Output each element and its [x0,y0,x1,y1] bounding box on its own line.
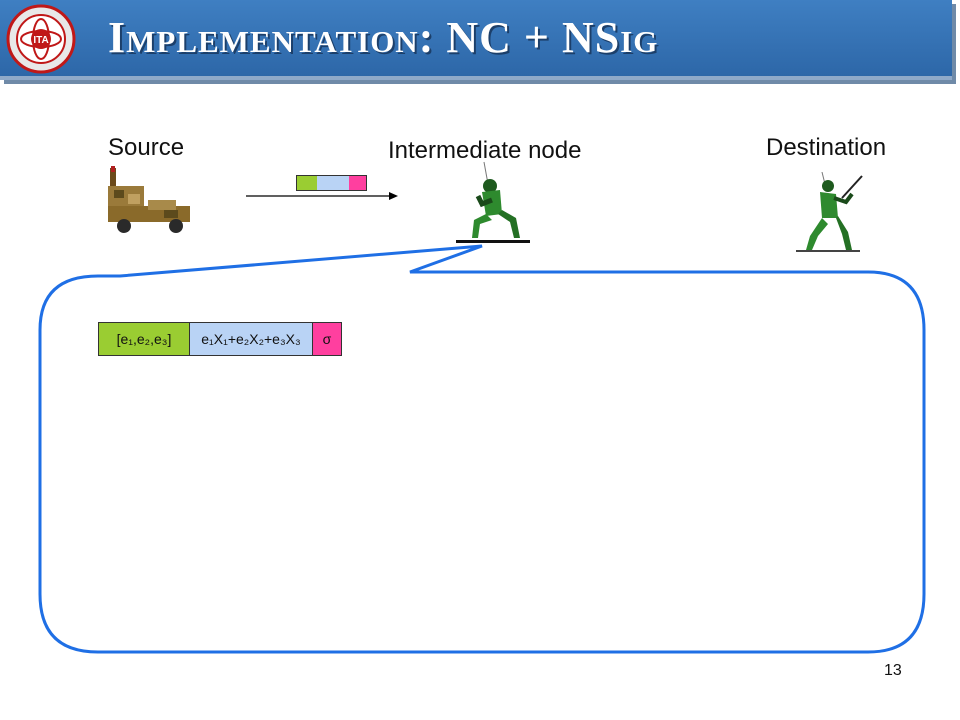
packet-structure: [e₁,e₂,e₃] e₁X₁+e₂X₂+e₃X₃ σ [98,322,342,356]
intermediate-node-label: Intermediate node [388,137,582,164]
packet-payload: e₁X₁+e₂X₂+e₃X₃ [189,322,313,356]
destination-soldier-icon [796,172,863,252]
source-label: Source [108,134,185,161]
ita-logo: ITA [6,4,76,74]
packet-coefficients: [e₁,e₂,e₃] [98,322,190,356]
source-vehicle-icon [108,166,190,233]
title-bar: ITA Implementation: NC + NSig [0,0,952,80]
packet-coeff-segment [297,176,317,190]
slide-title: Implementation: NC + NSig [108,13,659,62]
intermediate-soldier-icon [456,161,530,243]
packet-signature: σ [312,322,342,356]
destination-label: Destination [766,134,887,161]
slide-number: 13 [884,662,902,679]
packet-in-transit [296,175,367,191]
logo-text: ITA [33,35,48,46]
packet-signature-segment [349,176,366,190]
packet-payload-segment [317,176,349,190]
